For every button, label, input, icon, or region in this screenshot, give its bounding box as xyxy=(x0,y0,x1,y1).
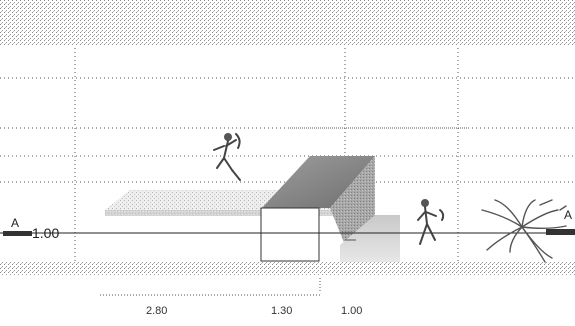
section-letter-right: A xyxy=(564,208,572,222)
figure-climbing xyxy=(213,133,241,181)
dimension-label-2: 1.30 xyxy=(271,305,292,317)
ramp-top-face xyxy=(262,156,375,208)
level-label: 1.00 xyxy=(32,225,59,241)
plant xyxy=(481,199,567,263)
dimension-line xyxy=(100,278,321,296)
top-wall-band xyxy=(0,0,575,46)
dimension-label-3: 1.00 xyxy=(341,305,362,317)
ground-band xyxy=(0,262,575,275)
cube-box xyxy=(260,207,320,262)
block-shadow-face xyxy=(340,215,400,262)
figure-walking xyxy=(417,199,445,245)
section-letter-left: A xyxy=(11,216,19,230)
dimension-label-1: 2.80 xyxy=(146,305,167,317)
section-marker-left: A xyxy=(3,216,32,236)
section-marker-right: A xyxy=(546,208,575,235)
ramp-side-face xyxy=(330,156,375,245)
